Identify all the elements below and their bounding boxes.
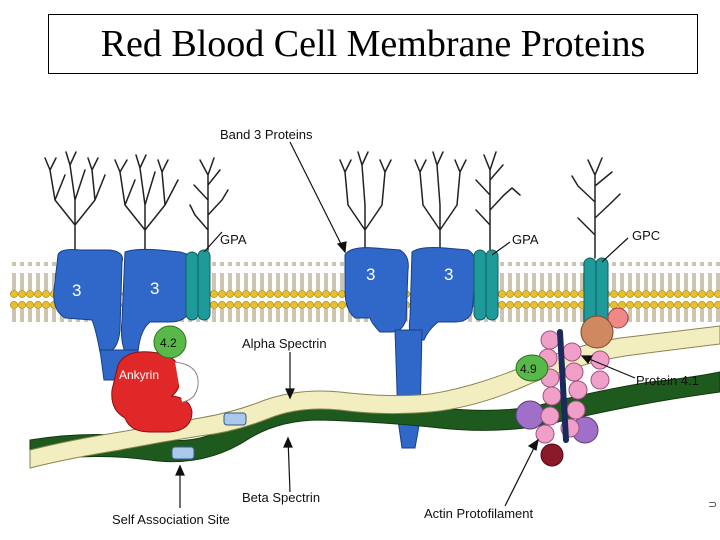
band3-label-1: 3 [72, 281, 81, 300]
band3-protein-right [344, 247, 477, 449]
band3-label-4: 3 [444, 265, 453, 284]
beta-spectrin-label: Beta Spectrin [242, 490, 320, 505]
self-association-label: Self Association Site [112, 512, 230, 527]
ankyrin-protein [111, 351, 193, 433]
carbohydrate-chains [44, 151, 621, 259]
band3-label-2: 3 [150, 279, 159, 298]
page-title: Red Blood Cell Membrane Proteins [48, 14, 698, 74]
actin-protofilament-cluster [515, 307, 629, 467]
ankyrin-white-domain [174, 361, 199, 403]
gpc-protein [583, 257, 609, 329]
label-leader-lines [175, 141, 636, 508]
gpa-left-label: GPA [220, 232, 247, 247]
ankyrin-label: Ankyrin [119, 368, 159, 382]
corner-mark-icon: ⊃ [708, 498, 718, 511]
self-association-connector-lower [171, 446, 195, 460]
band3-protein-left [53, 248, 196, 381]
gpa-left-protein [185, 249, 211, 321]
band3-label-3: 3 [366, 265, 375, 284]
protein-42-label: 4.2 [160, 336, 177, 350]
protein-41-label: Protein 4.1 [636, 373, 699, 388]
protein-49-label: 4.9 [520, 362, 537, 376]
protein-42 [153, 325, 187, 359]
alpha-spectrin-label: Alpha Spectrin [242, 336, 327, 351]
self-association-connector-upper [223, 412, 247, 426]
gpa-right-label: GPA [512, 232, 539, 247]
gpa-right-protein [473, 249, 499, 321]
page-title-text: Red Blood Cell Membrane Proteins [100, 23, 646, 65]
protein-49 [515, 354, 549, 382]
actin-protofilament-label: Actin Protofilament [424, 506, 533, 521]
gpc-label: GPC [632, 228, 660, 243]
band3-proteins-label: Band 3 Proteins [220, 127, 313, 142]
protein-41 [580, 315, 614, 349]
